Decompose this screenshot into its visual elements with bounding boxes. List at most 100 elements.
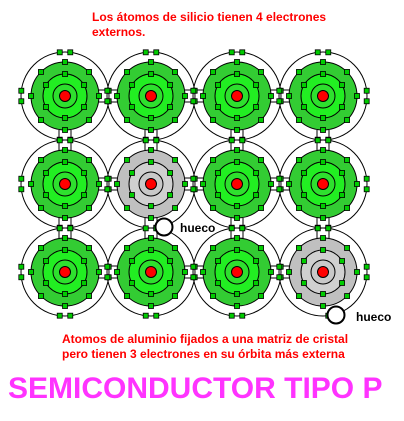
electron — [38, 205, 44, 211]
nucleus — [317, 90, 329, 102]
valence-electron — [18, 263, 25, 270]
electron — [210, 117, 216, 123]
electron — [234, 215, 240, 221]
silicon-atom — [104, 225, 198, 319]
valence-electron — [276, 98, 283, 105]
electron — [124, 245, 130, 251]
electron — [301, 192, 307, 198]
electron — [344, 157, 350, 163]
electron — [210, 293, 216, 299]
electron — [215, 192, 221, 198]
electron — [124, 69, 130, 75]
electron — [38, 245, 44, 251]
electron — [172, 69, 178, 75]
electron — [215, 170, 221, 176]
electron — [301, 258, 307, 264]
electron — [129, 258, 135, 264]
valence-electron — [18, 98, 25, 105]
electron — [258, 69, 264, 75]
electron — [96, 181, 102, 187]
electron — [234, 127, 240, 133]
nucleus — [59, 178, 71, 190]
silicon-atom — [104, 49, 198, 143]
electron — [268, 181, 274, 187]
aluminum-annotation: Atomos de aluminio fijados a una matriz … — [62, 332, 348, 362]
valence-electron — [239, 225, 246, 232]
electron — [286, 93, 292, 99]
nucleus — [59, 266, 71, 278]
nucleus — [145, 266, 157, 278]
electron — [172, 157, 178, 163]
electron — [148, 247, 154, 253]
electron — [167, 104, 173, 110]
valence-electron — [142, 312, 149, 319]
nucleus — [59, 90, 71, 102]
electron — [320, 303, 326, 309]
valence-electron — [228, 225, 235, 232]
electron — [81, 258, 87, 264]
electron — [124, 293, 130, 299]
electron — [96, 93, 102, 99]
valence-electron — [18, 186, 25, 193]
valence-electron — [239, 137, 246, 144]
electron — [182, 181, 188, 187]
silicon-annotation-line1: Los átomos de silicio tienen 4 electrone… — [92, 10, 327, 24]
valence-electron — [363, 186, 370, 193]
silicon-atom — [190, 49, 284, 143]
electron — [258, 117, 264, 123]
valence-electron — [363, 263, 370, 270]
valence-electron — [18, 175, 25, 182]
electron — [320, 147, 326, 153]
valence-electron — [56, 49, 63, 56]
electron — [234, 291, 240, 297]
electron — [296, 293, 302, 299]
electron — [167, 258, 173, 264]
nucleus — [317, 266, 329, 278]
electron — [114, 93, 120, 99]
electron — [354, 269, 360, 275]
electron — [320, 247, 326, 253]
hole-marker — [154, 217, 174, 237]
electron — [43, 82, 49, 88]
electron — [296, 69, 302, 75]
valence-electron — [190, 175, 197, 182]
valence-electron — [56, 137, 63, 144]
electron — [86, 293, 92, 299]
electron — [43, 170, 49, 176]
electron — [268, 269, 274, 275]
valence-electron — [104, 186, 111, 193]
electron — [172, 245, 178, 251]
valence-electron — [276, 186, 283, 193]
valence-electron — [325, 49, 332, 56]
electron — [215, 258, 221, 264]
valence-electron — [228, 312, 235, 319]
electron — [344, 245, 350, 251]
electron — [129, 192, 135, 198]
electron — [234, 235, 240, 241]
electron — [81, 280, 87, 286]
electron — [148, 203, 154, 209]
electron — [38, 69, 44, 75]
electron — [234, 159, 240, 165]
electron — [114, 181, 120, 187]
outer-orbit — [278, 227, 368, 317]
electron — [339, 104, 345, 110]
electron — [339, 280, 345, 286]
valence-electron — [190, 274, 197, 281]
aluminum-annotation-line1: Atomos de aluminio fijados a una matriz … — [62, 332, 349, 346]
valence-electron — [325, 137, 332, 144]
silicon-atom — [190, 225, 284, 319]
electron — [354, 93, 360, 99]
electron — [234, 247, 240, 253]
electron — [86, 157, 92, 163]
electron — [86, 245, 92, 251]
electron — [234, 71, 240, 77]
electron — [344, 117, 350, 123]
valence-electron — [239, 312, 246, 319]
silicon-annotation: Los átomos de silicio tienen 4 electrone… — [92, 10, 326, 40]
diagram-title: SEMICONDUCTOR TIPO P — [8, 372, 383, 405]
electron — [114, 269, 120, 275]
silicon-atom — [18, 225, 112, 319]
electron — [258, 245, 264, 251]
